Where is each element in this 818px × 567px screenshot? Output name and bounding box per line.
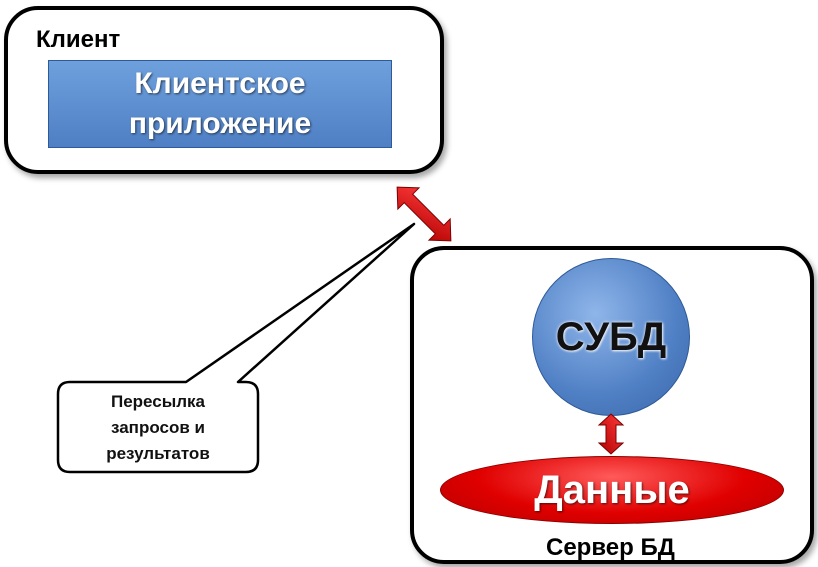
dbms-circle: СУБД	[532, 258, 690, 416]
client-server-double-arrow-icon	[396, 186, 452, 242]
client-application-label-line2: приложение	[128, 107, 312, 140]
dbms-data-double-arrow-icon	[597, 413, 625, 455]
dbms-label: СУБД	[555, 314, 667, 359]
client-label: Клиент	[36, 26, 121, 53]
data-label: Данные	[534, 467, 690, 512]
callout-bubble	[56, 222, 416, 474]
client-application-block: Клиентское приложение	[48, 60, 392, 148]
callout-text: Пересылка запросов и результатов	[58, 386, 258, 470]
callout-line2: запросов и	[111, 418, 205, 437]
callout-line1: Пересылка	[110, 392, 205, 411]
data-ellipse: Данные	[440, 456, 784, 524]
client-application-label-line1: Клиентское	[134, 67, 306, 100]
callout-line3: результатов	[106, 444, 210, 463]
server-label: Сервер БД	[546, 534, 675, 561]
client-application-label: Клиентское приложение	[129, 64, 311, 144]
